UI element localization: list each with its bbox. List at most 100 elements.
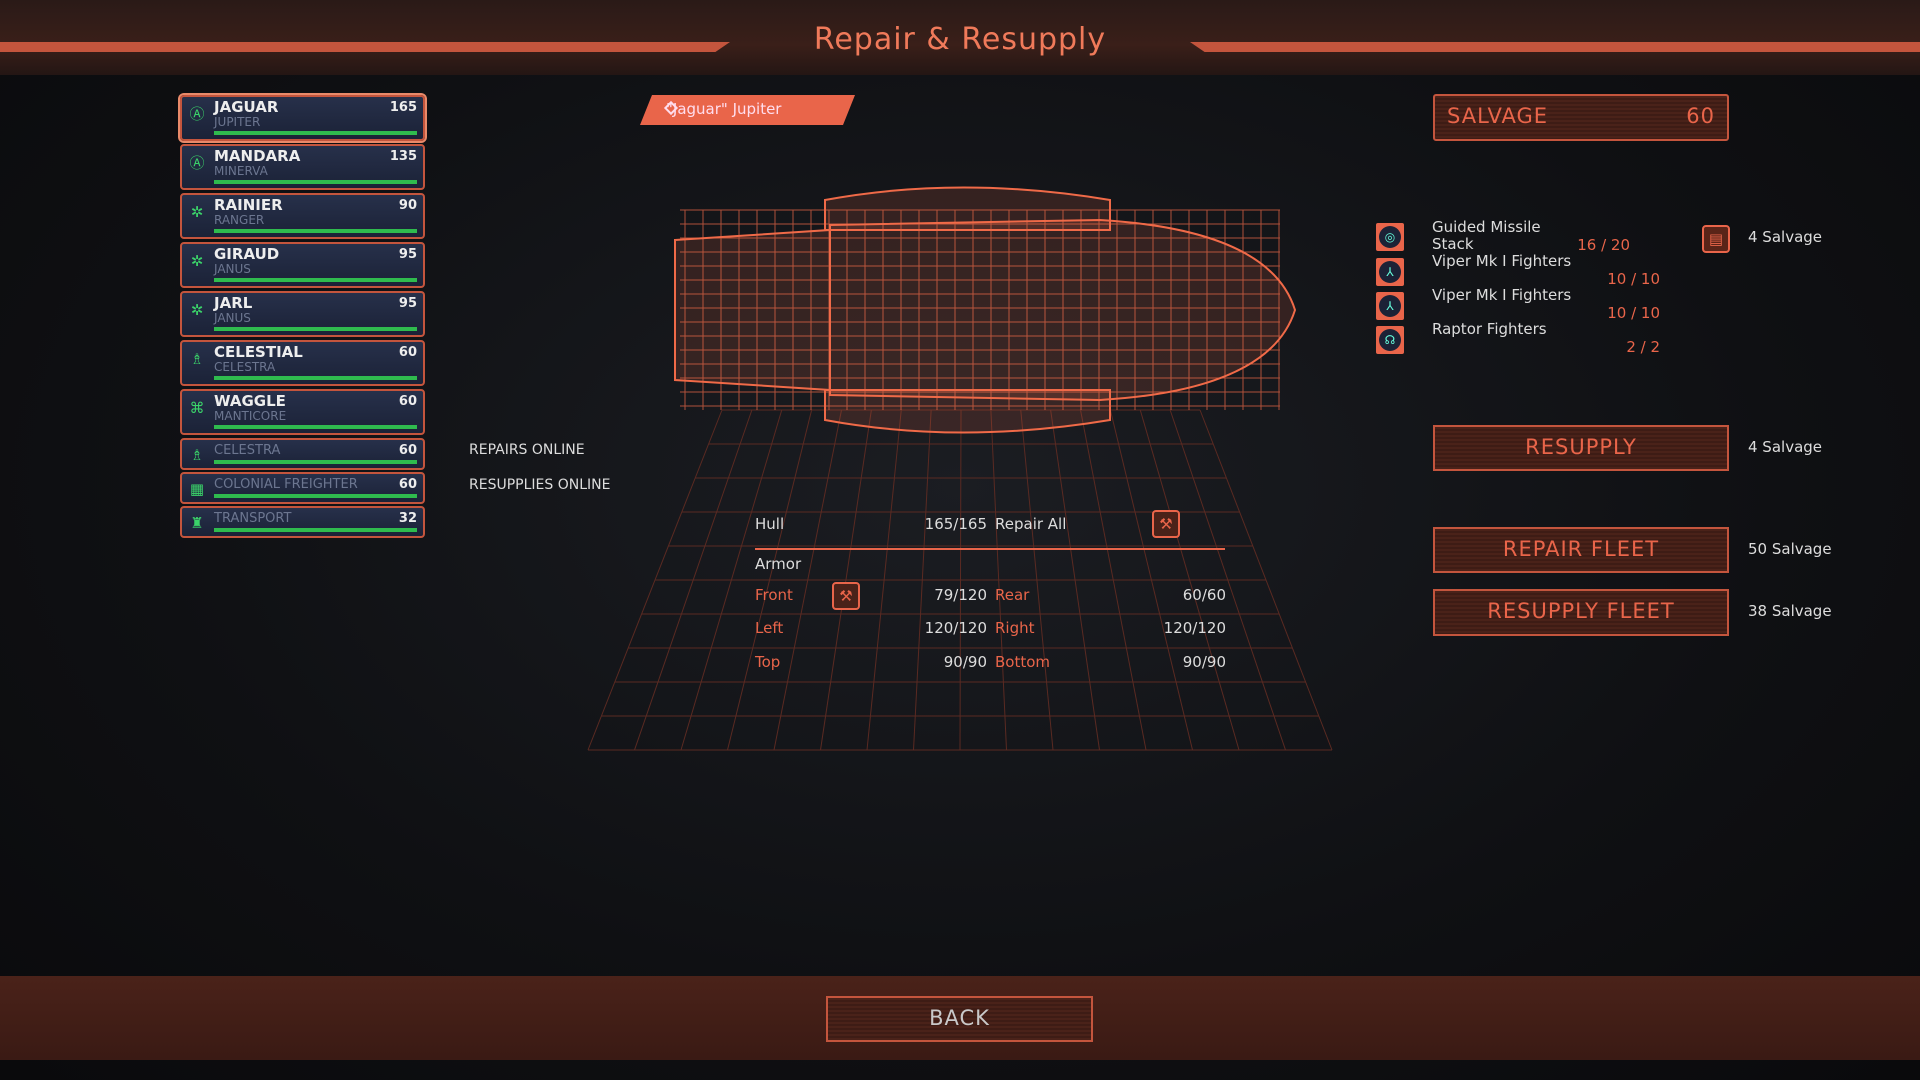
rear-label: Rear xyxy=(995,586,1030,604)
armor-label: Armor xyxy=(755,555,802,573)
fleet-item[interactable]: ✲ GIRAUD JANUS 95 xyxy=(180,242,425,288)
hull-label: Hull xyxy=(755,515,785,533)
ship-class: MINERVA xyxy=(214,164,268,178)
transport-icon: ♜ xyxy=(190,514,204,532)
repairs-status: REPAIRS ONLINE xyxy=(469,442,585,458)
selected-ship-tag: "Jaguar" Jupiter xyxy=(640,95,855,125)
top-value: 90/90 xyxy=(943,653,987,671)
fleet-item[interactable]: Ⓐ MANDARA MINERVA 135 xyxy=(180,144,425,190)
cruiser-icon: ✲ xyxy=(190,252,204,270)
resupply-cost: 4 Salvage xyxy=(1748,438,1823,456)
ship-class: MANTICORE xyxy=(214,409,287,423)
ship-hp: 60 xyxy=(398,443,417,458)
fleet-item[interactable]: ▦ COLONIAL FREIGHTER 60 xyxy=(180,472,425,504)
ship-hp: 95 xyxy=(398,247,417,262)
ship-name: CELESTIAL xyxy=(214,343,303,361)
front-label: Front xyxy=(755,586,793,604)
missile-pod-icon: ▤ xyxy=(1708,230,1724,248)
ammo-name: Guided Missile Stack xyxy=(1432,218,1541,253)
salvage-value: 60 xyxy=(1686,104,1715,128)
ammo-name: Viper Mk I Fighters xyxy=(1432,252,1572,270)
viper-icon: ⅄ xyxy=(1376,292,1404,320)
resupplies-status: RESUPPLIES ONLINE xyxy=(469,477,611,493)
repair-front-button[interactable]: ⚒ xyxy=(832,582,860,610)
ammo-value: 2 / 2 xyxy=(1626,338,1660,356)
ship-name: JAGUAR xyxy=(214,98,279,116)
ship-hp: 90 xyxy=(398,198,417,213)
bottom-value: 90/90 xyxy=(1182,653,1226,671)
health-bar xyxy=(214,494,417,498)
ammo-value: 10 / 10 xyxy=(1607,304,1660,322)
ship-hp: 32 xyxy=(398,511,417,526)
health-bar xyxy=(214,327,417,331)
ship-hp: 60 xyxy=(398,394,417,409)
divider xyxy=(755,548,1225,550)
cruiser-icon: ✲ xyxy=(190,203,204,221)
hammer-icon: ⚒ xyxy=(1159,515,1173,533)
fleet-item[interactable]: ✲ RAINIER RANGER 90 xyxy=(180,193,425,239)
fleet-item[interactable]: ⌘ WAGGLE MANTICORE 60 xyxy=(180,389,425,435)
back-button[interactable]: BACK xyxy=(826,996,1093,1042)
ammo-name: Viper Mk I Fighters xyxy=(1432,286,1572,304)
ship-name: TRANSPORT xyxy=(214,511,292,526)
ship-class: RANGER xyxy=(214,213,265,227)
title-line-right xyxy=(1190,42,1920,52)
health-bar xyxy=(214,376,417,380)
health-bar xyxy=(214,460,417,464)
ammo-name: Raptor Fighters xyxy=(1432,320,1547,338)
bottom-label: Bottom xyxy=(995,653,1051,671)
repair-all-button[interactable]: ⚒ xyxy=(1152,510,1180,538)
resupply-fleet-cost: 38 Salvage xyxy=(1748,602,1832,620)
ship-name: GIRAUD xyxy=(214,245,280,263)
fleet-item[interactable]: Ⓐ JAGUAR JUPITER 165 xyxy=(180,95,425,141)
health-bar xyxy=(214,180,417,184)
resupply-missile-button[interactable]: ▤ xyxy=(1702,225,1730,253)
title-line-left xyxy=(0,42,730,52)
ship-class: JUPITER xyxy=(214,115,261,129)
rear-value: 60/60 xyxy=(1182,586,1226,604)
ammo-value: 16 / 20 xyxy=(1577,236,1630,254)
ship-name: WAGGLE xyxy=(214,392,286,410)
fleet-item[interactable]: ✲ JARL JANUS 95 xyxy=(180,291,425,337)
front-value: 79/120 xyxy=(934,586,987,604)
missile-cost: 4 Salvage xyxy=(1748,228,1823,246)
health-bar xyxy=(214,425,417,429)
top-label: Top xyxy=(755,653,781,671)
selected-ship-label: "Jaguar" Jupiter xyxy=(666,100,782,118)
ammo-value: 10 / 10 xyxy=(1607,270,1660,288)
support-icon: ♗ xyxy=(190,350,204,368)
battlestar-icon: Ⓐ xyxy=(189,154,205,172)
resupply-button[interactable]: RESUPPLY xyxy=(1433,425,1729,471)
ship-name: MANDARA xyxy=(214,147,301,165)
left-label: Left xyxy=(755,619,784,637)
ship-hp: 95 xyxy=(398,296,417,311)
health-bar xyxy=(214,278,417,282)
ship-hp: 60 xyxy=(398,345,417,360)
cruiser-icon: ✲ xyxy=(190,301,204,319)
ship-wireframe xyxy=(674,186,1297,434)
freighter-icon: ▦ xyxy=(189,480,205,498)
right-value: 120/120 xyxy=(1163,619,1226,637)
support-icon: ♗ xyxy=(190,446,204,464)
raptor-icon: ☊ xyxy=(1376,326,1404,354)
hull-value: 165/165 xyxy=(924,515,987,533)
ship-hp: 60 xyxy=(398,477,417,492)
fleet-item[interactable]: ♗ CELESTRA 60 xyxy=(180,438,425,470)
ship-hp: 135 xyxy=(389,149,417,164)
resupply-fleet-button[interactable]: RESUPPLY FLEET xyxy=(1433,589,1729,636)
repair-all-label: Repair All xyxy=(995,515,1067,533)
title-bar xyxy=(0,0,1920,75)
ship-class: CELESTRA xyxy=(214,360,276,374)
fleet-item[interactable]: ♜ TRANSPORT 32 xyxy=(180,506,425,538)
ship-name: JARL xyxy=(214,294,253,312)
fleet-item[interactable]: ♗ CELESTIAL CELESTRA 60 xyxy=(180,340,425,386)
missile-icon: ◎ xyxy=(1376,223,1404,251)
battlestar-icon: Ⓐ xyxy=(189,105,205,123)
viper-icon: ⅄ xyxy=(1376,258,1404,286)
salvage-label: SALVAGE xyxy=(1447,104,1549,128)
right-label: Right xyxy=(995,619,1035,637)
left-value: 120/120 xyxy=(924,619,987,637)
hologram-grid xyxy=(587,409,1333,751)
ship-name: COLONIAL FREIGHTER xyxy=(214,477,358,492)
repair-fleet-button[interactable]: REPAIR FLEET xyxy=(1433,527,1729,573)
